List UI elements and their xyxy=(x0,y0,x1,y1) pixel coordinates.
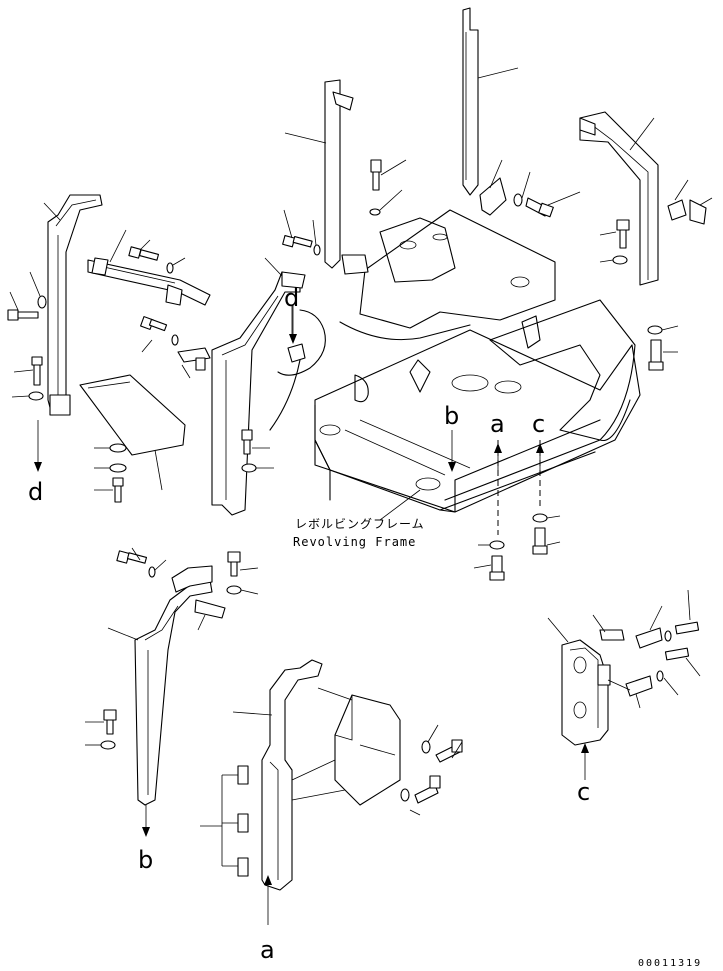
callout-b-upper: b xyxy=(444,402,459,430)
callout-arrows xyxy=(34,305,589,925)
lower-center-pillar xyxy=(200,659,401,891)
bolt-left-stack xyxy=(94,443,127,503)
callout-a-lower: a xyxy=(260,936,275,964)
top-center-pillars xyxy=(284,7,519,275)
bolt-center-left xyxy=(282,209,321,256)
frame-caption-jp: レボルビングフレーム xyxy=(295,517,425,531)
bolt-left-beam xyxy=(128,239,186,274)
bolt-left-upper xyxy=(7,271,47,321)
callout-b-lower: b xyxy=(138,846,153,874)
callout-c-upper: c xyxy=(532,410,545,438)
bolt-lower-center xyxy=(226,551,259,595)
callout-c-lower: c xyxy=(577,778,590,806)
revolving-frame xyxy=(314,209,641,513)
right-frame-pillar xyxy=(579,111,713,286)
callout-d-upper: d xyxy=(284,284,299,312)
left-bottom-plate xyxy=(79,374,186,491)
bolt-lower-left-top xyxy=(116,547,167,578)
detail-c-assembly xyxy=(547,589,701,746)
bolt-right-stack xyxy=(647,325,679,371)
callout-d-lower: d xyxy=(28,478,43,506)
bolt-cover-upper xyxy=(421,724,463,763)
clamp-center-left xyxy=(269,305,326,431)
callout-a-upper: a xyxy=(490,410,505,438)
frame-caption-en: Revolving Frame xyxy=(293,535,416,549)
bolt-upper-right xyxy=(513,171,581,218)
bolt-cover-lower xyxy=(400,775,441,816)
bolt-upper-middle xyxy=(369,159,407,216)
center-left-pillar xyxy=(211,257,306,516)
lower-left-pillar xyxy=(107,565,226,806)
left-top-pillar xyxy=(43,194,211,416)
left-small-bracket xyxy=(140,316,211,379)
bolt-left-lower xyxy=(11,356,44,401)
bolt-lower-left-side xyxy=(85,709,117,750)
drawing-id: 00011319 xyxy=(638,958,702,969)
